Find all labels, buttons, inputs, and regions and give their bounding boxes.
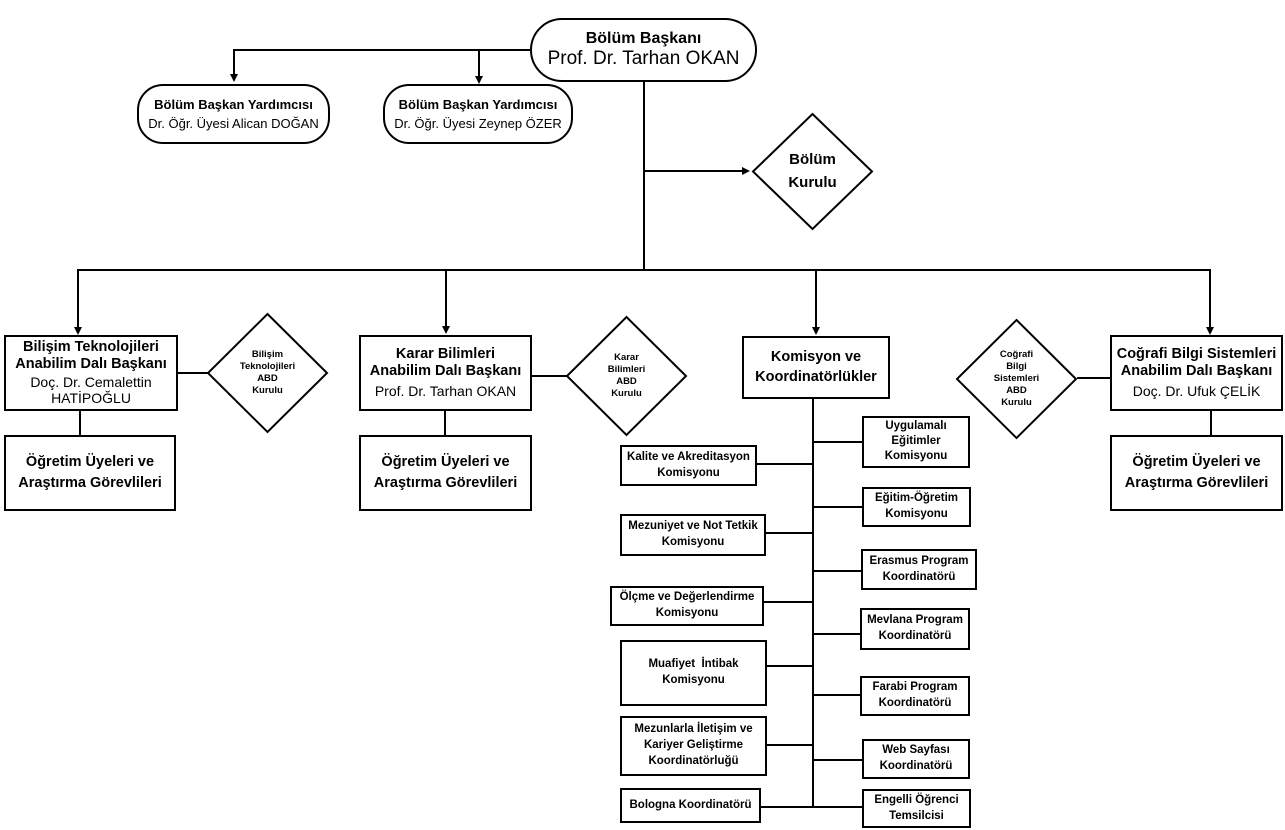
committee-label-line: Temsilcisi xyxy=(889,809,944,822)
staff-label-line: Öğretim Üyeleri ve xyxy=(381,453,510,470)
council-label-line: ABD xyxy=(616,376,637,387)
deputy-name: Dr. Öğr. Üyesi Zeynep ÖZER xyxy=(394,115,562,131)
dept-head-name-line: Doç. Dr. Cemalettin xyxy=(30,373,152,390)
deputy-head-box-2: Bölüm Başkan Yardımcısı Dr. Öğr. Üyesi Z… xyxy=(383,84,573,144)
committee-label-line: Komisyonu xyxy=(885,508,948,520)
committee-label-line: Komisyonu xyxy=(884,449,948,462)
committee-box-olcme: Ölçme ve Değerlendirme Komisyonu xyxy=(610,586,764,626)
committee-label-line: Koordinatörluğü xyxy=(648,754,739,767)
committee-label-line: Erasmus Program xyxy=(869,554,969,567)
committee-box-bologna: Bologna Koordinatörü xyxy=(620,788,761,823)
committee-box-uygulamali: Uygulamalı Eğitimler Komisyonu xyxy=(862,416,970,468)
dept-head-name-line: HATİPOĞLU xyxy=(51,390,131,407)
dept-head-title-line: Karar Bilimleri xyxy=(395,345,496,362)
committee-box-erasmus: Erasmus Program Koordinatörü xyxy=(861,549,977,590)
committee-label-line: Eğitimler xyxy=(891,435,941,448)
committee-box-mezunlarla: Mezunlarla İletişim ve Kariyer Geliştirm… xyxy=(620,716,767,776)
committees-header-box: Komisyon ve Koordinatörlükler xyxy=(742,336,890,399)
council-label-line: ABD xyxy=(1006,384,1027,396)
committee-label-line: Eğitim-Öğretim xyxy=(874,492,959,505)
committee-label-line: Mevlana Program xyxy=(867,614,963,627)
committee-label-line: Komisyonu xyxy=(662,674,725,686)
cbs-head-box: Coğrafi Bilgi Sistemleri Anabilim Dalı B… xyxy=(1110,335,1283,411)
committee-label-line: Komisyonu xyxy=(655,607,719,619)
council-label-line: Kurulu xyxy=(788,173,837,191)
council-label-line: Bilgi xyxy=(1006,361,1027,373)
committee-label-line: Bologna Koordinatörü xyxy=(629,798,752,811)
committees-title-line: Komisyon ve xyxy=(770,348,862,365)
committee-box-egitim-ogretim: Eğitim-Öğretim Komisyonu xyxy=(862,487,971,527)
committee-label-line: Komisyonu xyxy=(661,536,725,548)
staff-label-line: Öğretim Üyeleri ve xyxy=(25,453,155,470)
council-label-line: Bölüm xyxy=(789,150,836,168)
council-label-line: Kurulu xyxy=(611,387,642,399)
committee-label-line: Uygulamalı xyxy=(885,420,947,433)
council-label-line: Bilişim xyxy=(251,349,284,361)
committee-label-line: Koordinatörü xyxy=(878,697,952,709)
committee-label-line: Muafiyet İntibak xyxy=(648,658,739,671)
staff-label-line: Araştırma Görevlileri xyxy=(1124,475,1269,491)
bilisim-head-box: Bilişim Teknolojileri Anabilim Dalı Başk… xyxy=(4,335,178,411)
dept-head-title-line: Anabilim Dalı Başkanı xyxy=(369,363,522,380)
committee-box-mezuniyet: Mezuniyet ve Not Tetkik Komisyonu xyxy=(620,514,766,556)
committee-label-line: Engelli Öğrenci xyxy=(874,793,959,806)
committees-title-line: Koordinatörlükler xyxy=(755,369,877,385)
committee-label-line: Web Sayfası xyxy=(882,744,950,757)
dept-head-name-line: Doç. Dr. Ufuk ÇELİK xyxy=(1132,383,1261,400)
deputy-head-box-1: Bölüm Başkan Yardımcısı Dr. Öğr. Üyesi A… xyxy=(137,84,330,144)
department-head-name: Prof. Dr. Tarhan OKAN xyxy=(547,48,740,70)
committee-box-web: Web Sayfası Koordinatörü xyxy=(862,739,970,779)
karar-council-diamond: Karar Bilimleri ABD Kurulu xyxy=(565,315,688,437)
cbs-staff-box: Öğretim Üyeleri ve Araştırma Görevlileri xyxy=(1110,435,1283,511)
committee-label-line: Koordinatörü xyxy=(879,760,953,772)
committee-box-engelli: Engelli Öğrenci Temsilcisi xyxy=(862,789,971,828)
department-head-box: Bölüm Başkanı Prof. Dr. Tarhan OKAN xyxy=(530,18,757,82)
deputy-title: Bölüm Başkan Yardımcısı xyxy=(398,96,558,112)
deputy-title: Bölüm Başkan Yardımcısı xyxy=(154,96,313,112)
committee-label-line: Kariyer Geliştirme xyxy=(643,739,744,752)
department-council-diamond: Bölüm Kurulu xyxy=(751,112,874,231)
dept-head-title-line: Anabilim Dalı Başkanı xyxy=(15,356,167,373)
staff-label-line: Öğretim Üyeleri ve xyxy=(1132,453,1261,470)
committee-box-kalite: Kalite ve Akreditasyon Komisyonu xyxy=(620,445,757,486)
committee-box-farabi: Farabi Program Koordinatörü xyxy=(860,676,970,716)
committee-label-line: Farabi Program xyxy=(872,681,958,694)
council-label-line: Sistemleri xyxy=(993,373,1040,385)
committee-label-line: Mezunlarla İletişim ve xyxy=(634,723,753,736)
karar-staff-box: Öğretim Üyeleri ve Araştırma Görevlileri xyxy=(359,435,532,511)
council-label-line: Teknolojileri xyxy=(239,361,296,373)
committee-label-line: Kalite ve Akreditasyon xyxy=(627,450,750,463)
committee-label-line: Koordinatörü xyxy=(878,630,952,642)
bilisim-council-diamond: Bilişim Teknolojileri ABD Kurulu xyxy=(206,312,329,434)
dept-head-title-line: Anabilim Dalı Başkanı xyxy=(1120,363,1273,380)
dept-head-name-line: Prof. Dr. Tarhan OKAN xyxy=(374,383,517,400)
bilisim-staff-box: Öğretim Üyeleri ve Araştırma Görevlileri xyxy=(4,435,176,511)
committee-label-line: Koordinatörü xyxy=(882,570,956,583)
council-label-line: Kurulu xyxy=(252,384,283,396)
karar-head-box: Karar Bilimleri Anabilim Dalı Başkanı Pr… xyxy=(359,335,532,411)
council-label-line: ABD xyxy=(257,373,278,384)
committee-box-muafiyet: Muafiyet İntibak Komisyonu xyxy=(620,640,767,706)
deputy-name: Dr. Öğr. Üyesi Alican DOĞAN xyxy=(148,115,319,131)
committee-label-line: Mezuniyet ve Not Tetkik xyxy=(628,520,758,533)
council-label-line: Bilimleri xyxy=(607,364,646,376)
department-head-title: Bölüm Başkanı xyxy=(585,30,702,47)
committee-box-mevlana: Mevlana Program Koordinatörü xyxy=(860,608,970,650)
dept-head-title-line: Bilişim Teknolojileri xyxy=(23,338,159,355)
dept-head-title-line: Coğrafi Bilgi Sistemleri xyxy=(1116,345,1277,362)
staff-label-line: Araştırma Görevlileri xyxy=(18,475,162,491)
council-label-line: Karar xyxy=(614,352,639,364)
council-label-line: Kurulu xyxy=(1001,396,1032,408)
committee-label-line: Komisyonu xyxy=(657,466,720,479)
staff-label-line: Araştırma Görevlileri xyxy=(373,475,518,491)
cbs-council-diamond: Coğrafi Bilgi Sistemleri ABD Kurulu xyxy=(955,318,1078,440)
committee-label-line: Ölçme ve Değerlendirme xyxy=(619,591,755,604)
council-label-line: Coğrafi xyxy=(999,349,1034,361)
